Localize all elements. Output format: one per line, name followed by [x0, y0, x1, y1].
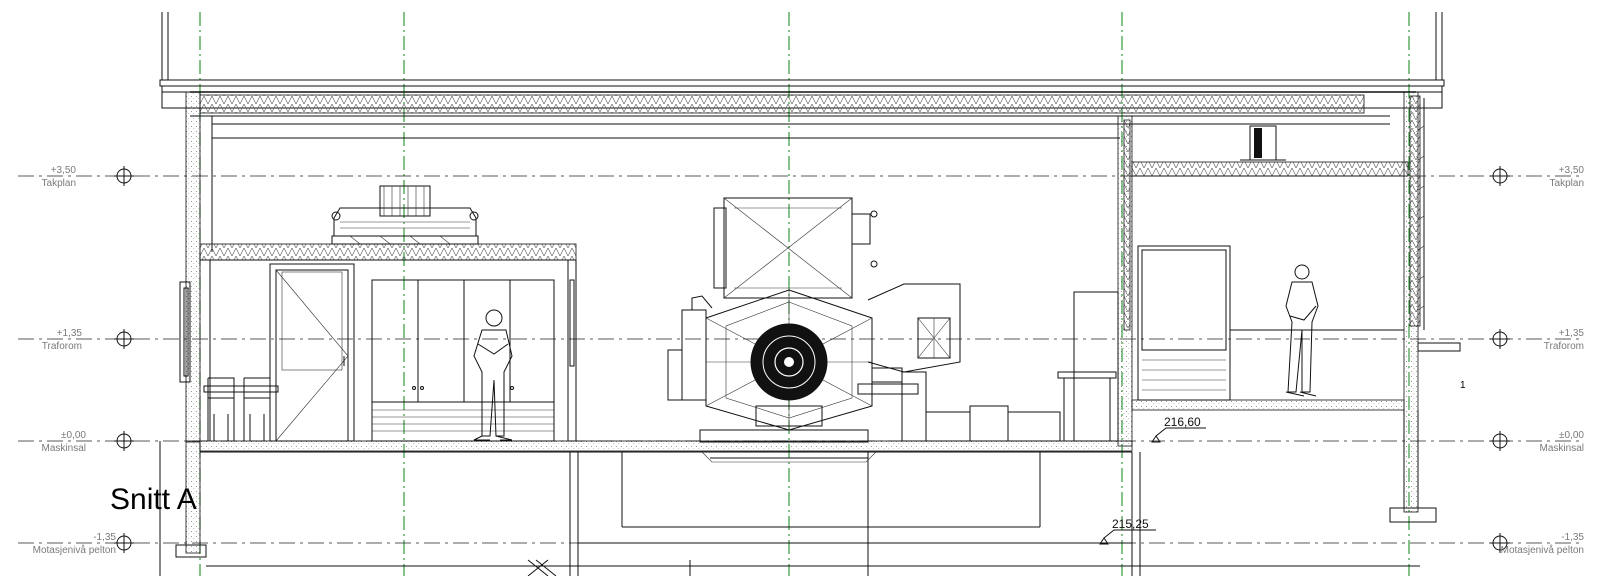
person-figure-left — [473, 309, 513, 441]
level-value: +3,50 — [1559, 165, 1585, 176]
transformer-room — [199, 185, 577, 442]
level-name: Motasjenivå pelton — [1501, 544, 1584, 556]
right-room — [1137, 125, 1425, 401]
level-value: +1,35 — [57, 328, 83, 339]
control-cabinet — [1057, 291, 1119, 442]
level-name: Traforom — [1544, 341, 1584, 352]
level-name: Maskinsal — [1540, 443, 1584, 454]
level-value: ±0,00 — [61, 430, 86, 441]
building-shell — [159, 12, 1461, 576]
level-name: Motasjenivå pelton — [33, 544, 116, 556]
detail-mark: 1 — [1460, 380, 1466, 391]
turbine-generator — [667, 197, 1061, 463]
level-name: Takplan — [1550, 178, 1584, 189]
elevation-marker-upper: 216,60 — [1151, 415, 1206, 443]
level-value: -1,35 — [93, 532, 116, 543]
elevation-marker-lower: 215,25 — [1099, 517, 1156, 545]
level-markers — [114, 166, 1510, 553]
elevation-label: 216,60 — [1164, 415, 1201, 429]
person-figure-right — [1285, 264, 1319, 397]
level-value: +3,50 — [51, 165, 77, 176]
section-title: Snitt A — [110, 483, 197, 516]
level-value: -1,35 — [1561, 532, 1584, 543]
level-name: Takplan — [42, 178, 76, 189]
level-value: +1,35 — [1559, 328, 1585, 339]
level-value: ±0,00 — [1559, 430, 1584, 441]
level-name: Traforom — [42, 341, 82, 352]
elevation-label: 215,25 — [1112, 517, 1149, 531]
level-labels-right: +3,50 Takplan +1,35 Traforom ±0,00 Maski… — [1501, 165, 1585, 556]
level-name: Maskinsal — [42, 443, 86, 454]
level-labels-left: +3,50 Takplan +1,35 Traforom ±0,00 Maski… — [33, 165, 117, 556]
